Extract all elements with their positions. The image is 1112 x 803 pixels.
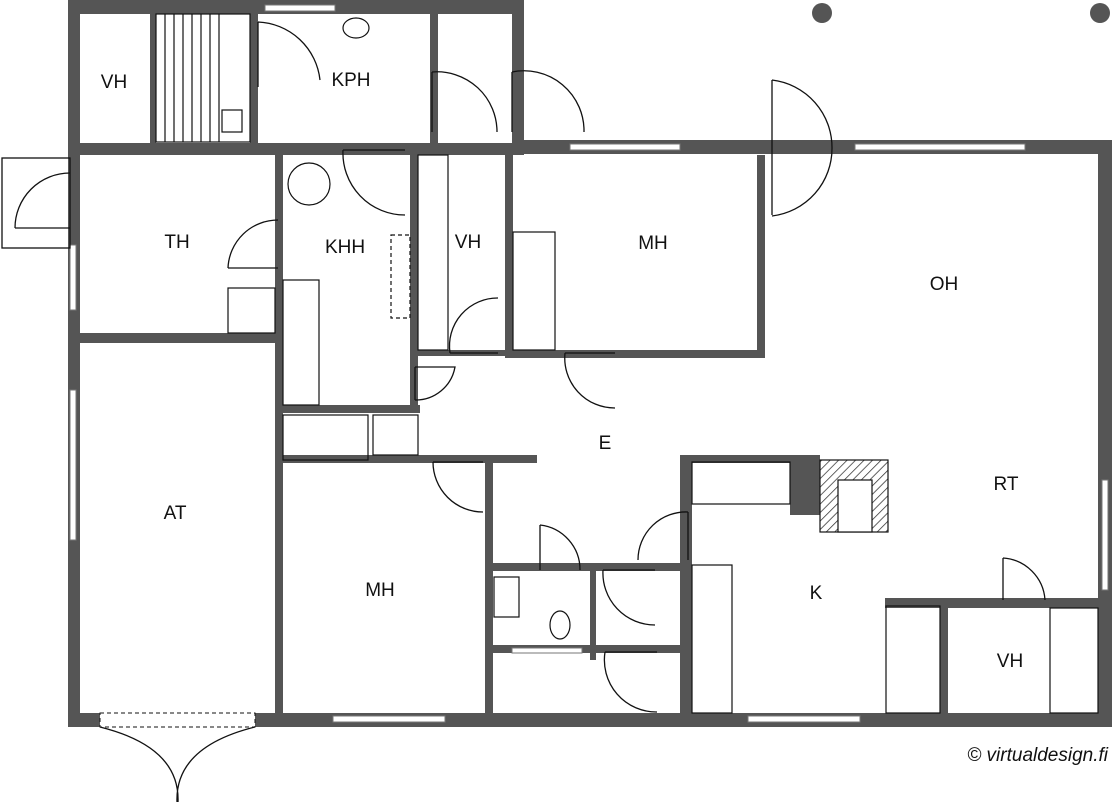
room-label-th: TH <box>164 232 190 253</box>
room-label-at: AT <box>163 503 187 524</box>
walls <box>68 0 1112 727</box>
room-label-vh-mid: VH <box>454 232 482 253</box>
sauna-bench <box>155 13 251 143</box>
room-label-mh-bottom: MH <box>365 580 395 601</box>
boiler <box>287 162 331 206</box>
room-label-khh: KHH <box>324 237 366 258</box>
room-label-vh-right: VH <box>996 651 1024 672</box>
room-label-rt: RT <box>993 474 1019 495</box>
room-label-k: K <box>809 583 823 604</box>
post-marker <box>1090 3 1110 23</box>
washbasin <box>342 17 370 39</box>
doors <box>1 21 1046 803</box>
room-label-mh-top: MH <box>638 233 668 254</box>
room-label-kph: KPH <box>331 70 371 91</box>
post-marker <box>812 3 832 23</box>
fixtures <box>155 13 1099 714</box>
copyright-notice: © virtualdesign.fi <box>967 745 1108 766</box>
windows <box>69 4 1109 728</box>
room-label-oh: OH <box>929 274 959 295</box>
room-label-e: E <box>598 433 612 454</box>
room-label-vh-top: VH <box>100 72 128 93</box>
